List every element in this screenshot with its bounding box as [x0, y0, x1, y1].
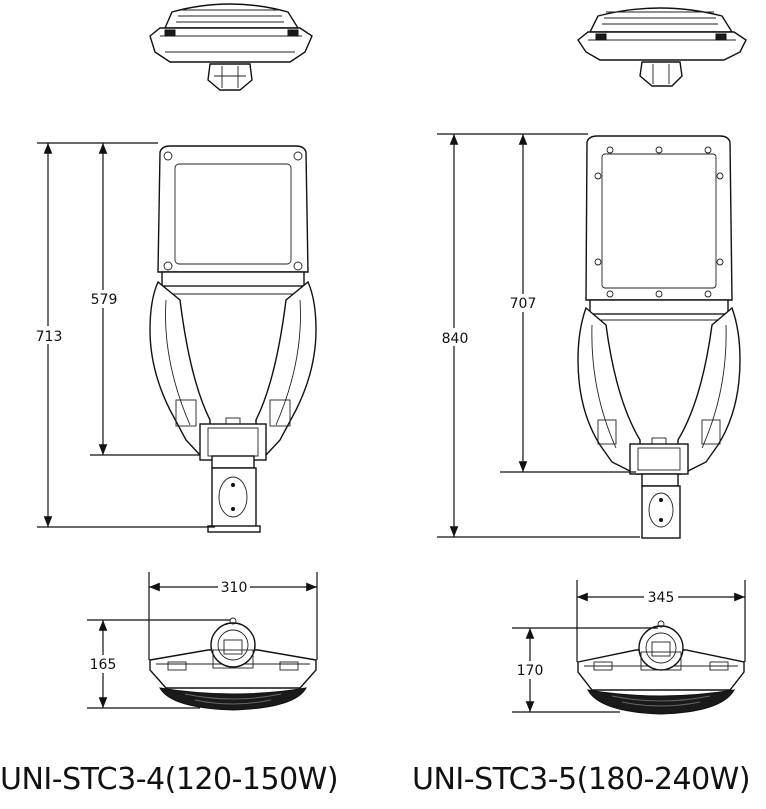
model2-side-view — [577, 7, 747, 87]
model2-total-length-label: 840 — [442, 331, 469, 347]
model2-front-view — [577, 620, 745, 715]
model1-side-view — [149, 3, 313, 91]
model1-height-label: 165 — [90, 657, 117, 673]
model1-plan-view — [149, 145, 317, 533]
model1-bracket-length-label: 579 — [91, 292, 118, 308]
model2-height-label: 170 — [517, 663, 544, 679]
model2-width-label: 345 — [648, 590, 675, 606]
model2-bracket-length-label: 707 — [510, 296, 537, 312]
model1-total-length-label: 713 — [36, 329, 63, 345]
model2-caption: UNI-STC3-5(180-240W) — [412, 762, 751, 797]
model1-width-label: 310 — [221, 580, 248, 596]
model1-caption: UNI-STC3-4(120-150W) — [0, 762, 339, 797]
model2-plan-view — [577, 135, 741, 539]
model1-front-view — [149, 617, 317, 711]
